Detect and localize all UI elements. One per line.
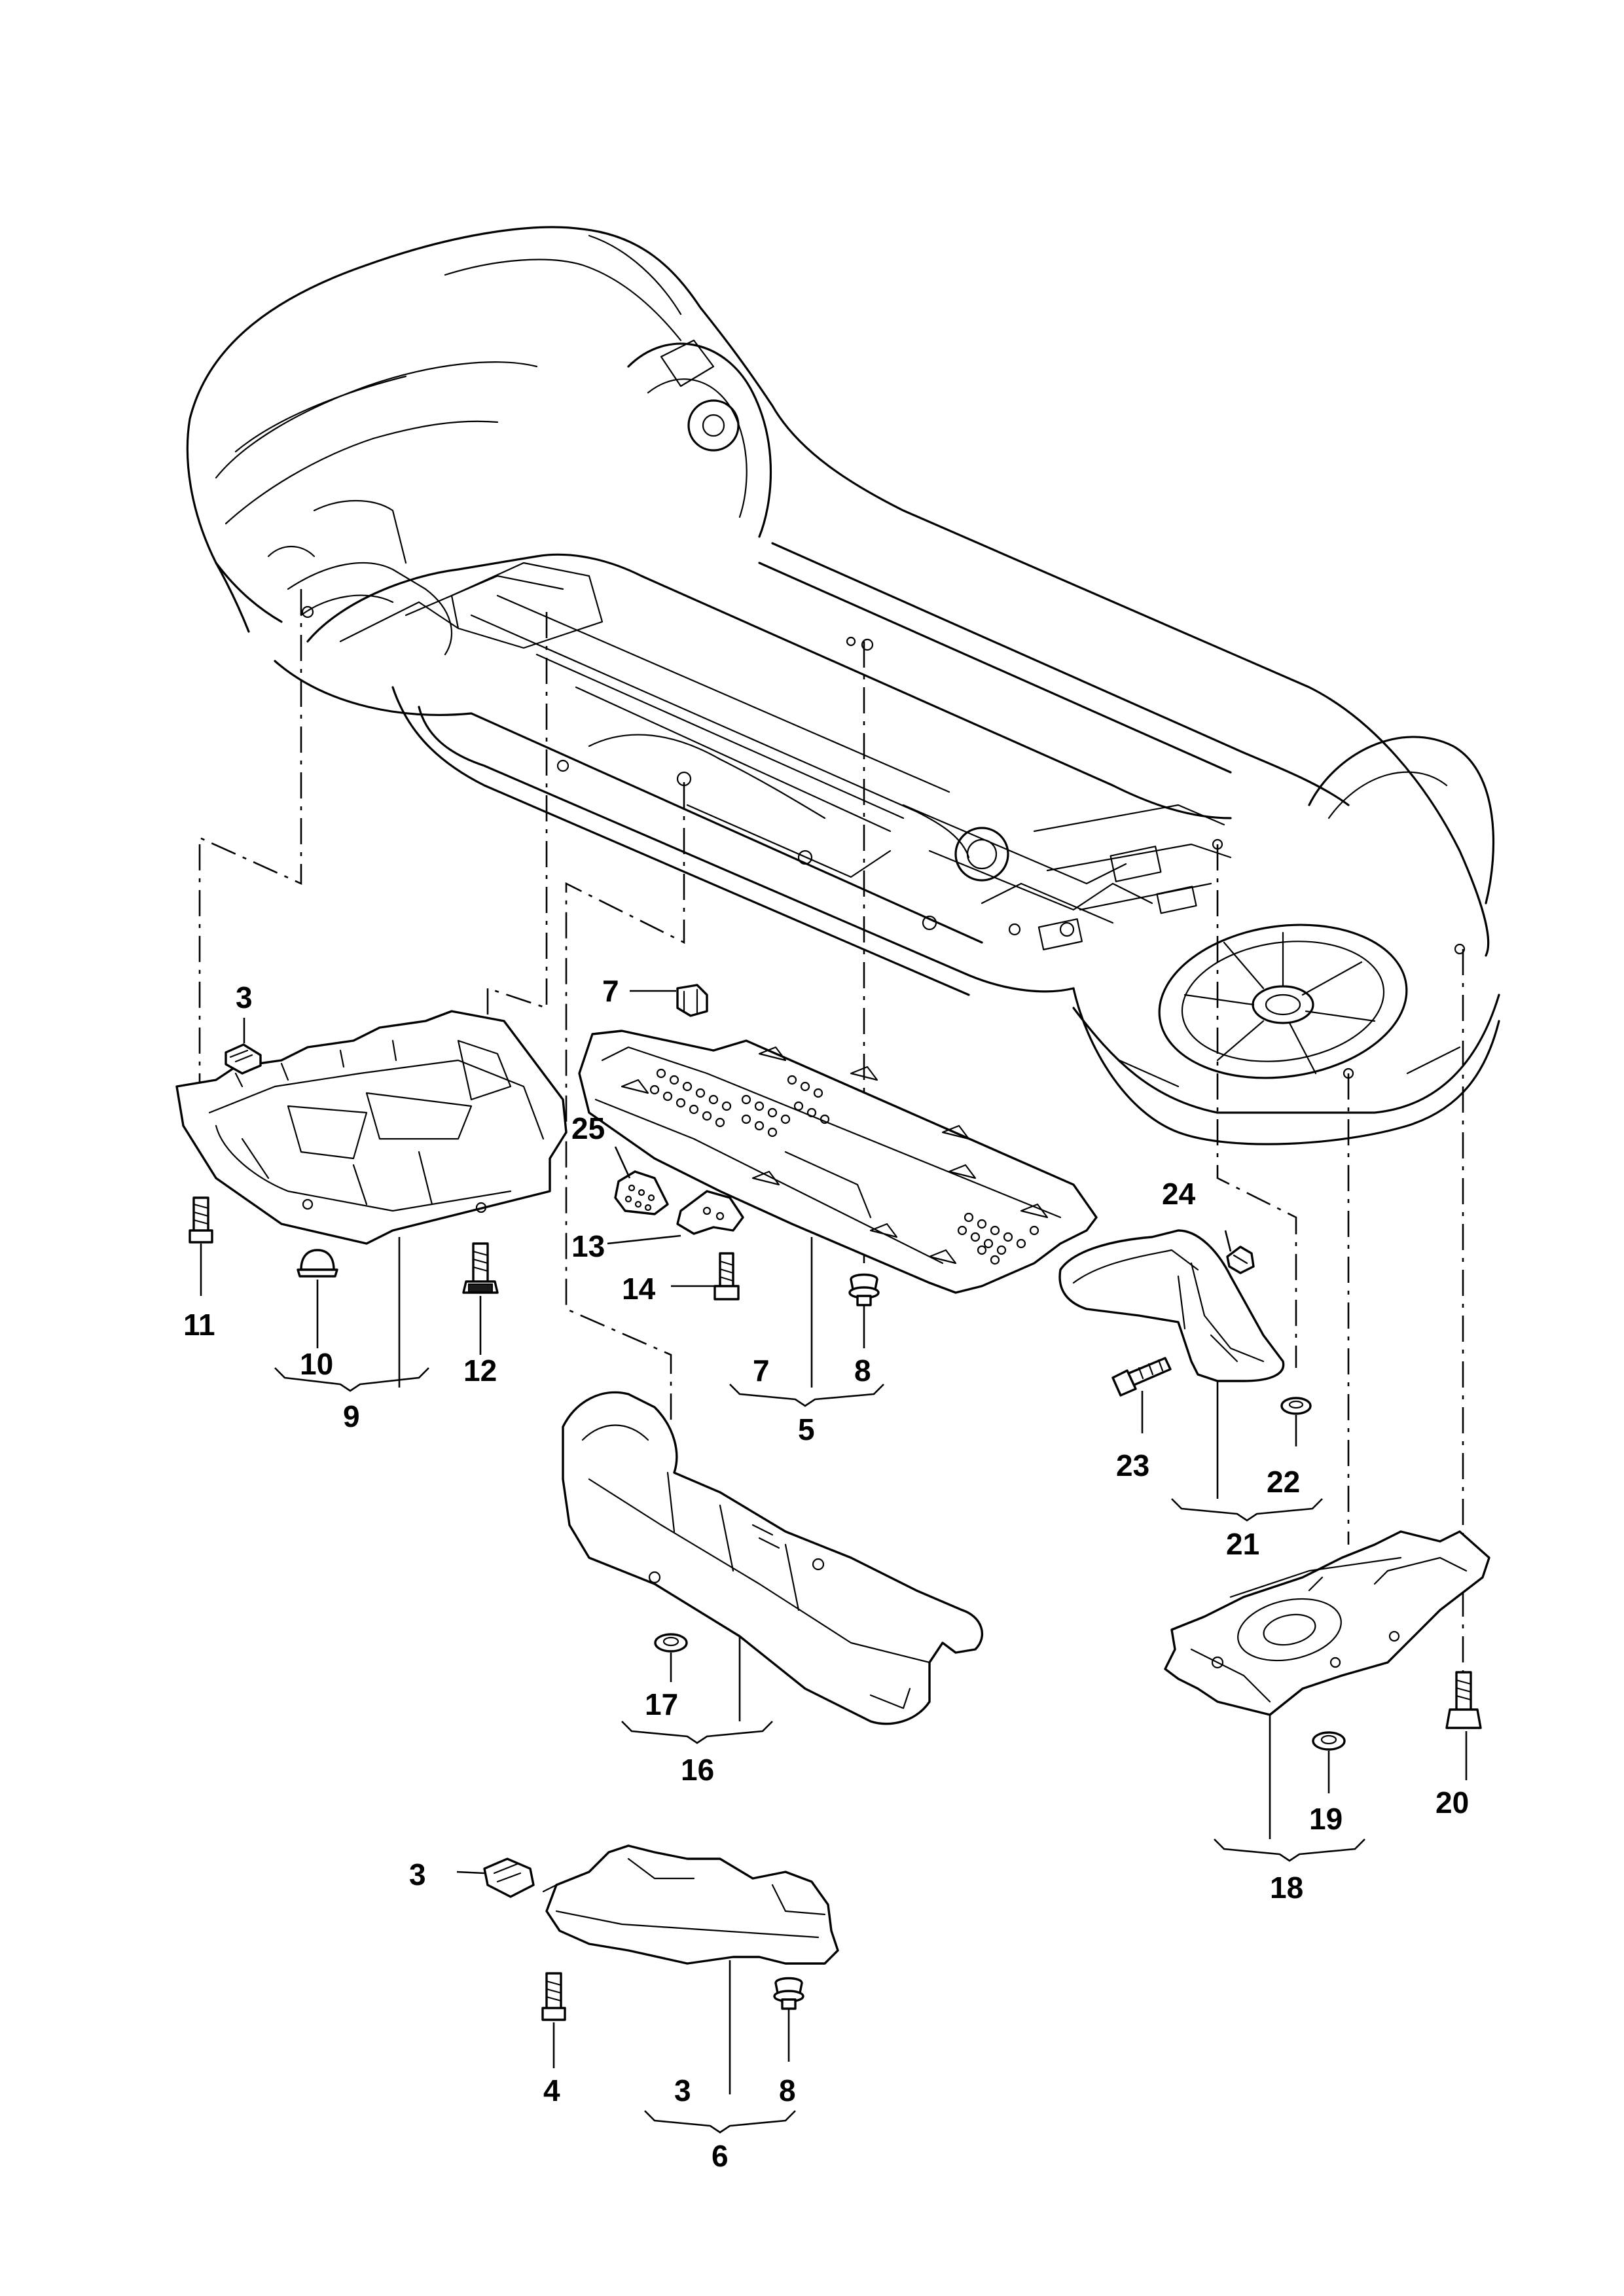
clip-7-top bbox=[676, 984, 708, 1017]
washer-17 bbox=[654, 1633, 688, 1653]
bolt-12 bbox=[462, 1242, 499, 1294]
label-7-bottom: 7 bbox=[753, 1354, 770, 1388]
washer-19 bbox=[1312, 1731, 1346, 1751]
label-9: 9 bbox=[343, 1399, 360, 1433]
label-16: 16 bbox=[681, 1753, 714, 1787]
label-4: 4 bbox=[543, 2073, 560, 2108]
label-20: 20 bbox=[1435, 1785, 1469, 1820]
group-braces bbox=[274, 1367, 1365, 2134]
label-6: 6 bbox=[712, 2139, 729, 2173]
label-10: 10 bbox=[300, 1347, 333, 1381]
side-shield-21 bbox=[1058, 1229, 1285, 1382]
label-18: 18 bbox=[1270, 1871, 1303, 1905]
label-14: 14 bbox=[622, 1272, 656, 1306]
part-labels: 3 7 25 13 14 11 10 12 9 7 8 5 24 23 22 2… bbox=[183, 974, 1469, 2173]
label-13: 13 bbox=[571, 1229, 605, 1263]
label-11: 11 bbox=[183, 1308, 215, 1342]
engine-shield-9 bbox=[175, 1010, 568, 1245]
label-21: 21 bbox=[1226, 1527, 1259, 1561]
label-7-top: 7 bbox=[602, 974, 619, 1008]
nut-8-bottom bbox=[773, 1977, 804, 2010]
leader-lines bbox=[200, 990, 1468, 2094]
bracket-13 bbox=[676, 1190, 744, 1235]
label-23: 23 bbox=[1116, 1448, 1149, 1482]
bolt-4 bbox=[541, 1972, 566, 2021]
vehicle-underbody bbox=[186, 226, 1500, 1145]
label-3-bottom: 3 bbox=[409, 1857, 426, 1892]
washer-22 bbox=[1280, 1397, 1312, 1415]
nut-8-panel bbox=[848, 1273, 880, 1306]
plug-10 bbox=[297, 1249, 338, 1278]
pad-25 bbox=[614, 1170, 669, 1215]
label-3-top: 3 bbox=[236, 980, 253, 1014]
bolt-14 bbox=[713, 1252, 740, 1300]
label-5: 5 bbox=[798, 1412, 815, 1446]
label-8-panel: 8 bbox=[854, 1354, 871, 1388]
bolt-23 bbox=[1111, 1357, 1172, 1397]
bolt-11 bbox=[189, 1196, 213, 1244]
clip-3-top bbox=[225, 1043, 262, 1075]
label-22: 22 bbox=[1267, 1465, 1300, 1499]
label-12: 12 bbox=[463, 1354, 497, 1388]
rear-shield-18 bbox=[1164, 1530, 1490, 1716]
label-24: 24 bbox=[1162, 1177, 1196, 1211]
panel-holes bbox=[649, 1068, 1039, 1265]
bolt-20 bbox=[1445, 1671, 1482, 1729]
label-3-group: 3 bbox=[674, 2073, 691, 2108]
clip-3-bottom bbox=[483, 1857, 535, 1898]
label-8-bottom: 8 bbox=[779, 2073, 796, 2108]
label-19: 19 bbox=[1309, 1802, 1343, 1836]
underbody-panel-5 bbox=[578, 1030, 1098, 1294]
label-17: 17 bbox=[645, 1687, 678, 1721]
label-25: 25 bbox=[571, 1111, 605, 1145]
side-shield-16 bbox=[562, 1391, 983, 1725]
underbody-shield-6 bbox=[542, 1844, 839, 1965]
clip-24 bbox=[1226, 1246, 1255, 1274]
